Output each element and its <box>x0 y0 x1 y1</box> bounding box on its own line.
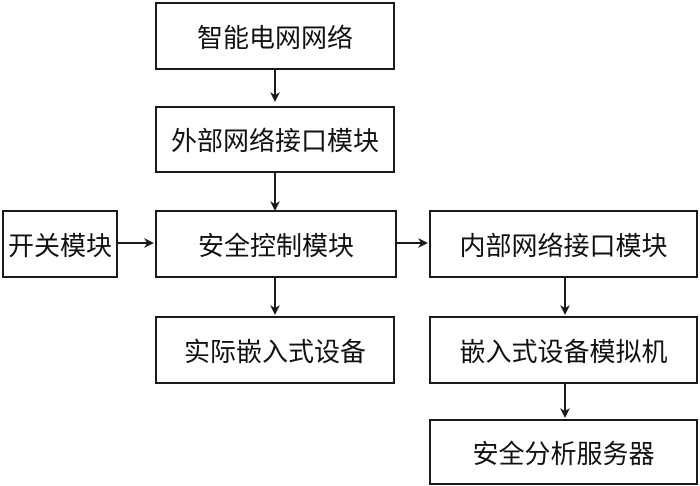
node-switch-module: 开关模块 <box>2 210 118 278</box>
node-internal-interface: 内部网络接口模块 <box>429 210 698 278</box>
node-analysis-server: 安全分析服务器 <box>429 419 698 485</box>
node-embedded-device: 实际嵌入式设备 <box>155 316 395 384</box>
node-device-simulator: 嵌入式设备模拟机 <box>429 316 698 384</box>
node-smart-grid: 智能电网网络 <box>155 2 395 70</box>
node-external-interface: 外部网络接口模块 <box>155 106 395 173</box>
node-security-control: 安全控制模块 <box>155 210 397 278</box>
